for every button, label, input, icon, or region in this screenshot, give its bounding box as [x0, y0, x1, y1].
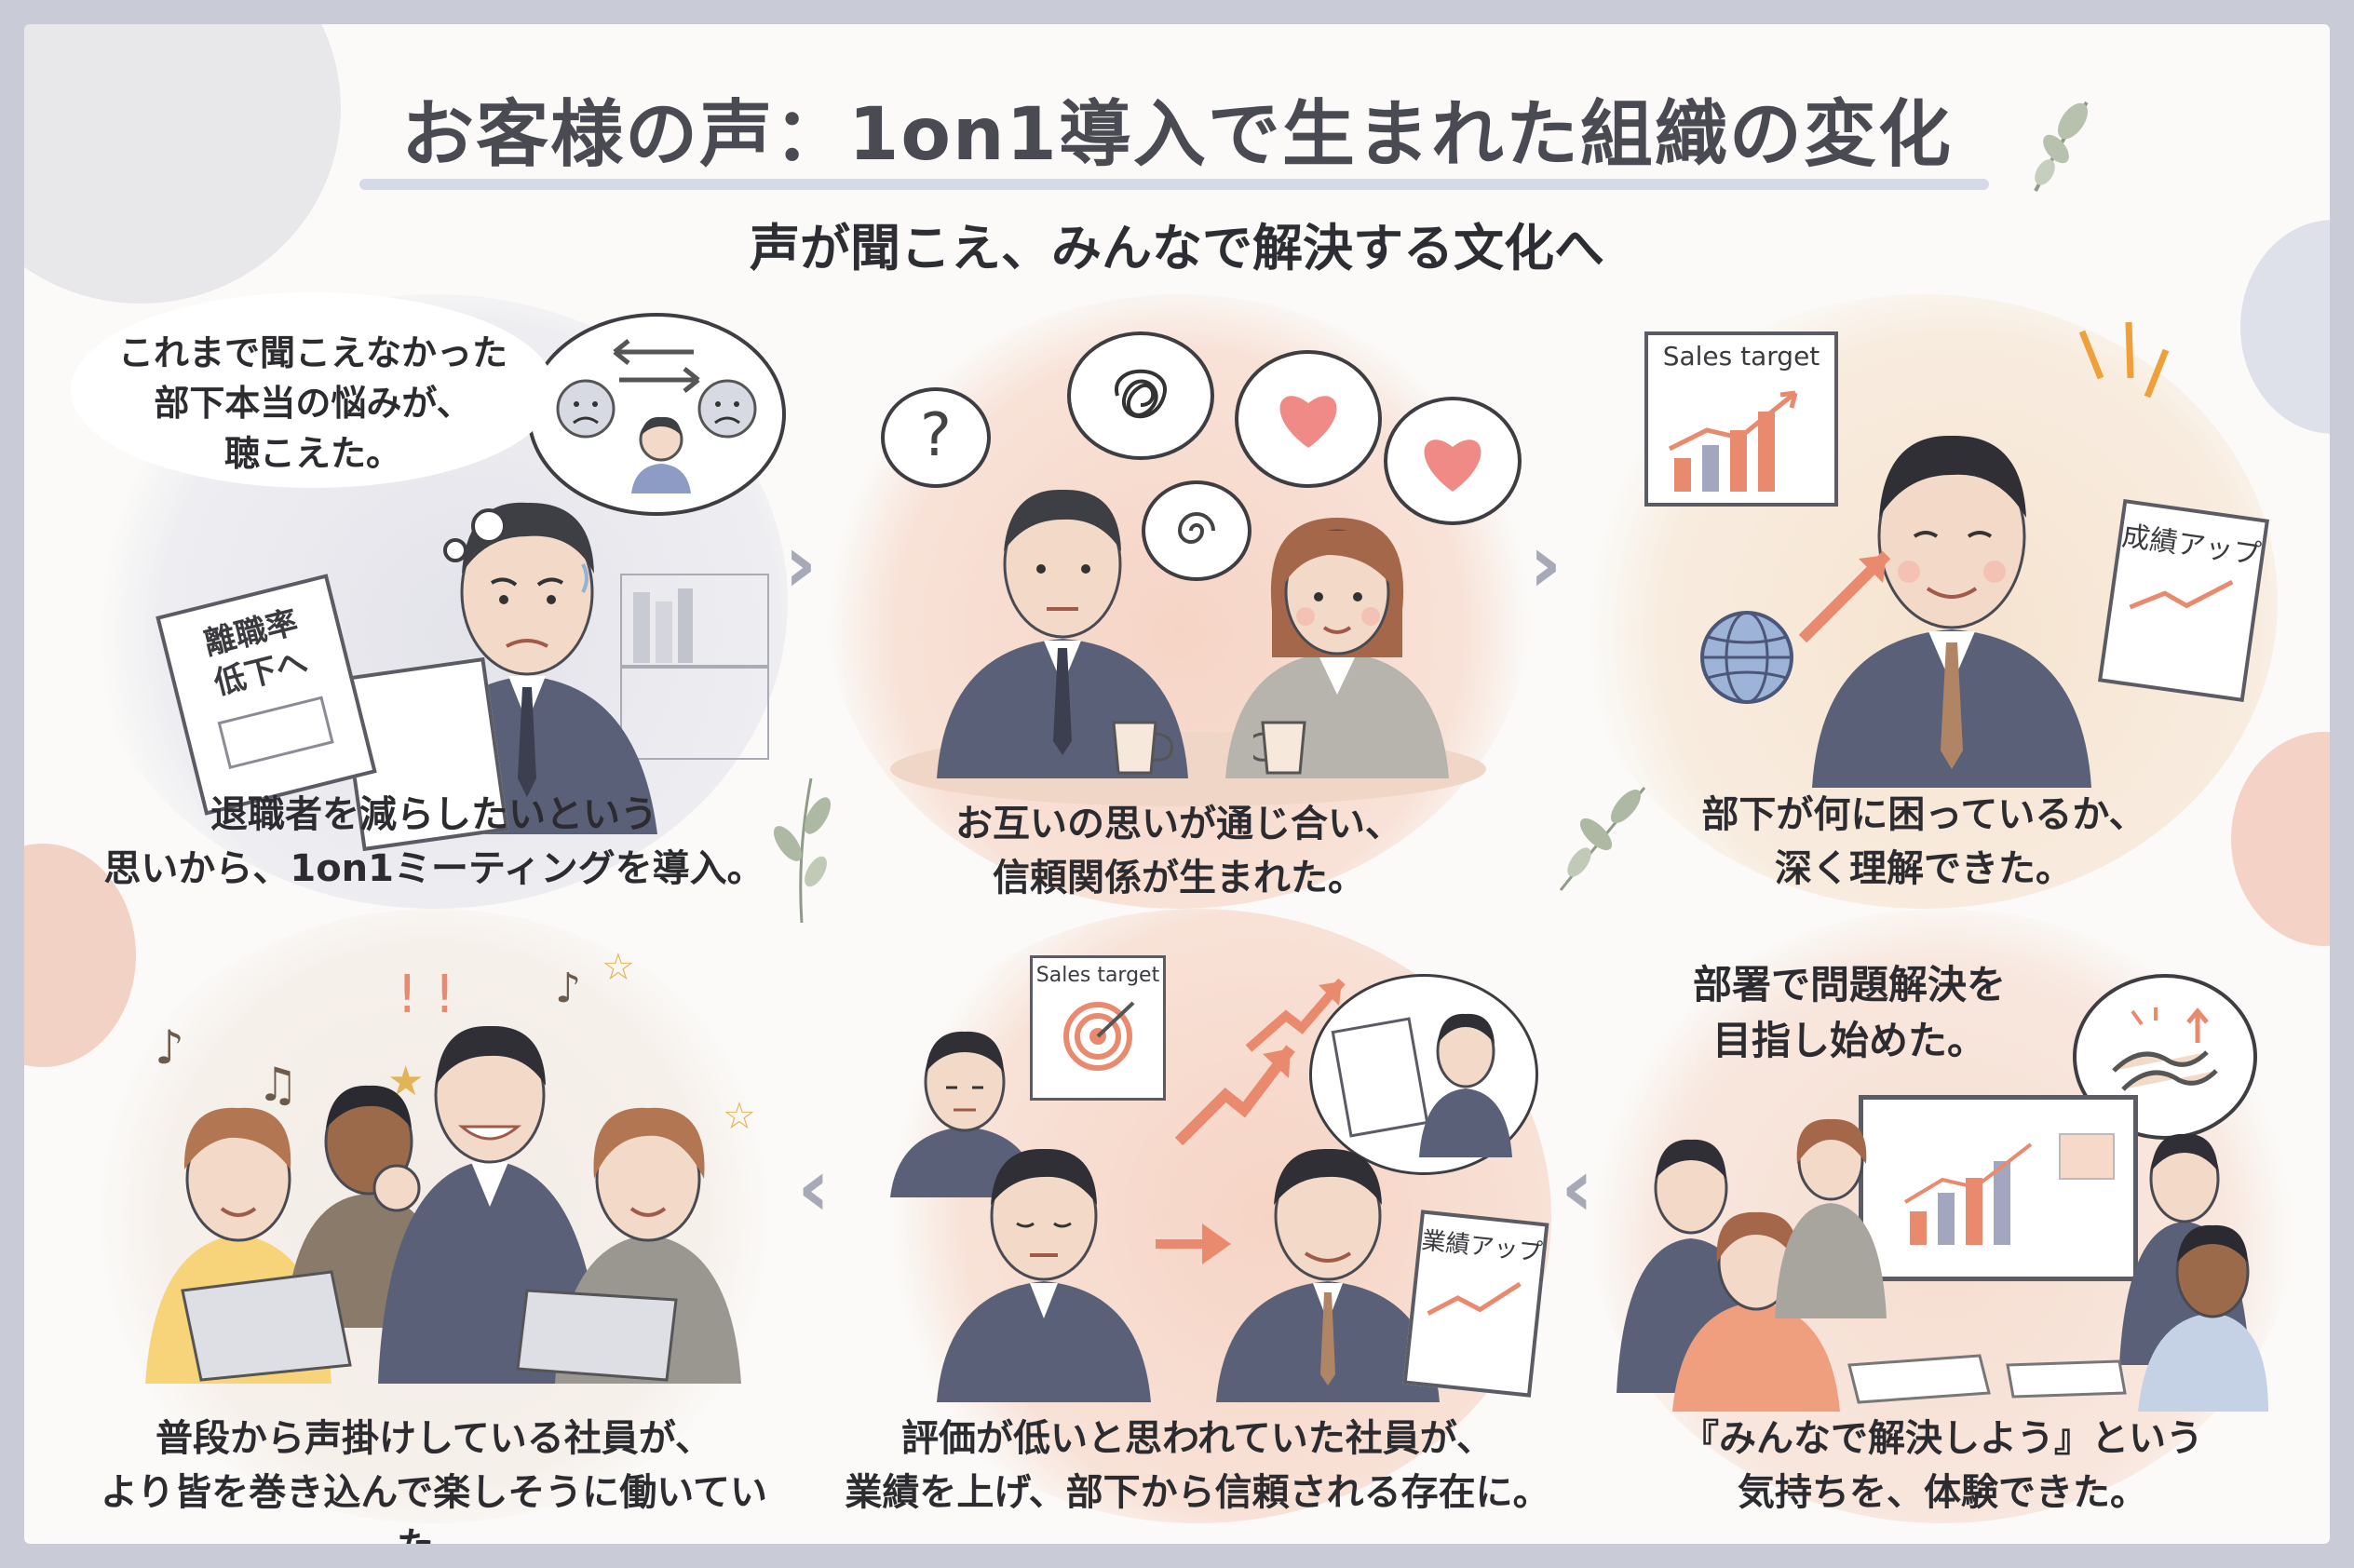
success-bubble: [1309, 974, 1538, 1175]
panel-3-caption: 部下が何に困っているか、 深く理解できた。: [1570, 788, 2278, 896]
cheerful-team-illustration: [145, 1025, 741, 1384]
chevron-right-icon: ›: [1529, 518, 1563, 611]
zigzag-up-icon: [2129, 579, 2234, 610]
heart-icon: [1279, 396, 1337, 448]
star-icon: ☆: [723, 1095, 756, 1138]
quote-line-3: 聴こえた。: [223, 433, 401, 474]
caption-line-2: 業績を上げ、部下から信頼される存在に。: [845, 1471, 1550, 1514]
sad-face-icon: [697, 379, 757, 439]
board-label: Sales target: [1035, 964, 1160, 987]
caption-line-1: 部下が何に困っているか、: [1701, 793, 2146, 836]
caption-line-2: 深く理解できた。: [1775, 847, 2073, 890]
chevron-left-icon: ‹: [1561, 1142, 1594, 1235]
rising-arrow-icon: [1798, 550, 1891, 643]
caption-line-1: 評価が低いと思われていた社員が、: [901, 1417, 1494, 1460]
page-subtitle: 声が聞こえ、みんなで解決する文化へ: [750, 219, 1604, 277]
thought-bubble: [527, 313, 786, 516]
heart-icon: [1424, 439, 1481, 492]
quote-line-1: これまで聞こえなかった: [117, 332, 507, 373]
panel-2: ?: [825, 294, 1533, 909]
music-note-icon: ♪: [555, 965, 582, 1012]
star-icon: ☆: [602, 946, 635, 989]
swirl-bubble: [1142, 480, 1251, 581]
bookshelf-icon: [620, 574, 769, 760]
manager-illustration: [937, 489, 1188, 778]
chevron-left-icon: ‹: [797, 1142, 831, 1235]
confident-employee-icon: [1419, 1013, 1512, 1157]
smiling-manager-illustration: [1812, 435, 2091, 788]
coffee-cup-icon: [1112, 721, 1173, 775]
thought-dot: [443, 538, 467, 562]
infographic-frame: お客様の声：1on1導入で生まれた組織の変化 声が聞こえ、みんなで解決する文化へ: [24, 24, 2330, 1544]
tangled-thought-bubble: [1067, 331, 1214, 460]
coffee-cup-icon: [1253, 721, 1306, 775]
panel-4-caption: 普段から声掛けしている社員が、 より皆を巻き込んで楽しそうに働いていた。: [80, 1412, 788, 1544]
panel-5: Sales target: [844, 909, 1551, 1523]
sad-face-icon: [556, 379, 616, 439]
question-bubble: ?: [881, 387, 991, 488]
subordinate-icon: [631, 416, 691, 493]
caption-line-2: より皆を巻き込んで楽しそうに働いていた。: [101, 1471, 767, 1544]
leaf-sprig-icon: [2034, 101, 2089, 192]
quote-line-2: 部下本当の悩みが、: [154, 383, 472, 424]
sighing-employee-illustration: [937, 1148, 1151, 1402]
panel-6: 部署で問題解決を 目指し始めた。: [1589, 909, 2296, 1523]
rising-arrow-icon: [1174, 1045, 1295, 1146]
page-title: お客様の声：1on1導入で生まれた組織の変化: [401, 93, 1953, 177]
title-underline: [359, 179, 1989, 190]
panel-3: Sales target: [1570, 294, 2278, 909]
caption-line-1: 『みんなで解決しよう』という: [1682, 1417, 2203, 1460]
caption-line-1: お互いの思いが通じ合い、: [955, 803, 1402, 845]
heart-bubble: [1384, 397, 1522, 525]
panel-6-heading: 部署で問題解決を 目指し始めた。: [1644, 957, 2054, 1069]
panel-1: 離職率 低下へ: [71, 292, 788, 909]
heart-bubble: [1235, 350, 1382, 488]
caption-line-2: 信頼関係が生まれた。: [993, 857, 1365, 899]
speech-bubble: [71, 292, 555, 488]
panel-5-caption: 評価が低いと思われていた社員が、 業績を上げ、部下から信頼される存在に。: [844, 1412, 1551, 1520]
music-note-icon: ♪: [155, 1021, 184, 1075]
thought-dot: [471, 508, 507, 544]
panel-1-quote: これまで聞こえなかった 部下本当の悩みが、 聴こえた。: [80, 328, 546, 479]
panel-2-caption: お互いの思いが通じ合い、 信頼関係が生まれた。: [825, 797, 1533, 905]
handshake-bubble: [2073, 974, 2257, 1140]
swirl-icon: [1177, 512, 1215, 544]
sales-target-board: Sales target: [1030, 955, 1166, 1101]
rising-bar-chart-icon: [1668, 390, 1798, 492]
chevron-right-icon: ›: [784, 518, 818, 611]
panel-4: ! ! ♪ ☆ ♪ ♫ ★ ☆: [80, 909, 788, 1544]
caption-line-2: 気持ちを、体験できた。: [1738, 1471, 2147, 1514]
panel-1-caption: 退職者を減らしたいという 思いから、1on1ミーティングを導入。: [80, 788, 788, 896]
tangle-icon: [1115, 369, 1167, 419]
doc-label: 業績アップ: [1420, 1226, 1544, 1268]
heading-line-2: 目指し始めた。: [1711, 1018, 1986, 1063]
question-mark-icon: ?: [920, 401, 952, 470]
globe-icon: [1700, 611, 1793, 704]
spark-lines-icon: [2078, 321, 2170, 399]
team-meeting-illustration: [1617, 1118, 2268, 1412]
performance-document: 業績アップ: [1402, 1210, 1549, 1398]
sticky-note: [2059, 1133, 2115, 1180]
performance-document: 成績アップ: [2097, 498, 2270, 703]
target-icon: [1063, 1001, 1135, 1071]
exclamation-icon: ! !: [397, 965, 455, 1025]
panel-6-caption: 『みんなで解決しよう』という 気持ちを、体験できた。: [1589, 1412, 2296, 1520]
right-arrow-icon: [1156, 1223, 1231, 1264]
zigzag-up-icon: [1427, 1281, 1522, 1316]
music-note-icon: ♫: [257, 1058, 299, 1112]
caption-line-1: 普段から声掛けしている社員が、: [156, 1417, 712, 1460]
leaf-sprig-icon: [1559, 787, 1646, 891]
rising-arrow-icon: [1245, 978, 1346, 1052]
heading-line-1: 部署で問題解決を: [1692, 962, 2006, 1007]
leaf-sprig-icon: [773, 777, 831, 924]
chart-label: Sales target: [1662, 341, 1820, 372]
smiling-employee-illustration: [1216, 1148, 1440, 1402]
caption-line-1: 退職者を減らしたいという: [210, 793, 657, 836]
bar-chart-icon: [1903, 1142, 2033, 1245]
exchange-arrows-icon: [613, 339, 700, 393]
caption-line-2: 思いから、1on1ミーティングを導入。: [103, 847, 764, 890]
sales-target-chart: Sales target: [1644, 331, 1838, 507]
handshake-icon: [2112, 1007, 2218, 1091]
whiteboard: [1859, 1095, 2138, 1281]
